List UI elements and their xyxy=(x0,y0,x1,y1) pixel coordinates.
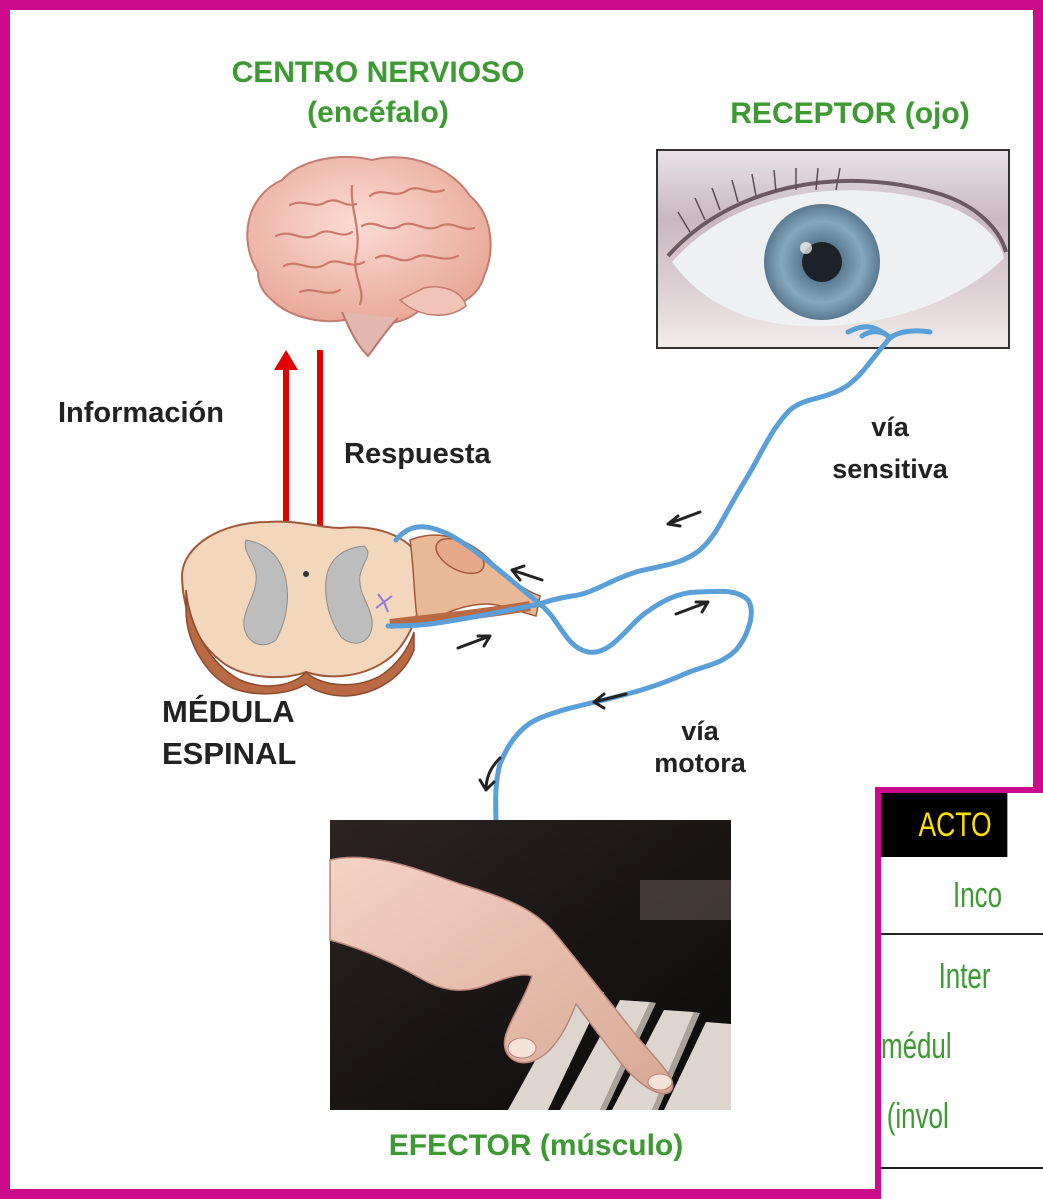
centro-nervioso-label: CENTRO NERVIOSO xyxy=(232,56,525,89)
informacion-label: Información xyxy=(58,397,224,429)
table-header: ACTO xyxy=(881,793,1007,857)
table-cell-line: Inter xyxy=(881,941,998,1011)
spinal-cord-illustration xyxy=(182,522,540,696)
medula-label-line2: ESPINAL xyxy=(162,736,296,771)
informacion-arrowhead xyxy=(274,350,298,370)
table-cell: Inco xyxy=(953,857,1018,933)
eye-photo xyxy=(657,150,1009,348)
table-cell-line: médul xyxy=(881,1011,998,1081)
table-row: Inter médul (invol xyxy=(881,935,1043,1169)
via-sensitiva-label-line1: vía xyxy=(871,412,910,442)
table-cell-line: (invol xyxy=(881,1081,998,1151)
receptor-label: RECEPTOR (ojo) xyxy=(730,97,969,130)
via-motora-label-line1: vía xyxy=(681,716,720,746)
nerve-pathways xyxy=(388,327,930,892)
via-sensitiva-label-line2: sensitiva xyxy=(832,454,949,484)
via-motora-label-line2: motora xyxy=(654,748,746,778)
table-row xyxy=(881,1169,1043,1199)
brain-illustration xyxy=(247,157,490,356)
hand-piano-photo xyxy=(330,820,731,1110)
encefalo-label: (encéfalo) xyxy=(307,96,449,129)
acto-table: ACTO Inco Inter médul (invol xyxy=(875,787,1043,1199)
respuesta-label: Respuesta xyxy=(344,438,492,470)
table-row: Inco xyxy=(881,857,1043,935)
efector-label: EFECTOR (músculo) xyxy=(389,1129,683,1162)
medula-label-line1: MÉDULA xyxy=(162,694,295,729)
